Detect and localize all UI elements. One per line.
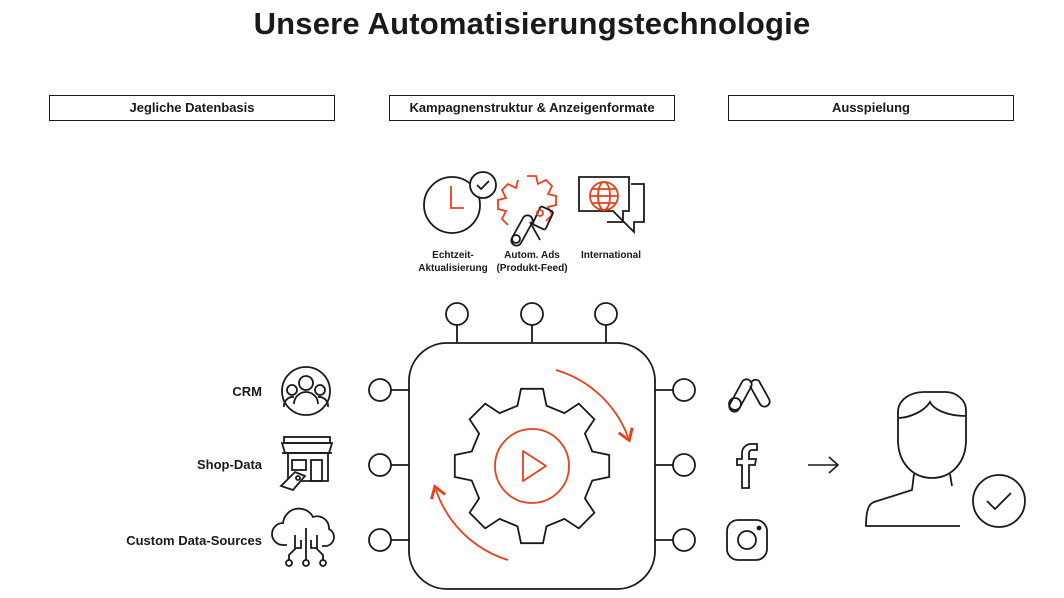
source-crm-label: CRM [232, 384, 262, 399]
header-delivery: Ausspielung [728, 95, 1014, 121]
gear-ads-icon [497, 175, 557, 247]
arrow-right-icon [808, 456, 840, 474]
source-custom-label: Custom Data-Sources [126, 533, 262, 548]
feature-realtime-label: Echtzeit-Aktualisierung [418, 250, 488, 274]
shop-icon [279, 436, 334, 492]
user-verified-icon [865, 391, 1026, 528]
page-title: Unsere Automatisierungstechnologie [253, 6, 811, 41]
cloud-network-icon [271, 507, 335, 567]
header-campaign: Kampagnenstruktur & Anzeigenformate [389, 95, 675, 121]
feature-international-label: International [580, 250, 641, 261]
gear-icon [453, 387, 611, 545]
crm-users-icon [281, 366, 331, 416]
feature-auto-ads-label: Autom. Ads(Produkt-Feed) [496, 250, 568, 274]
globe-chat-icon [578, 176, 645, 235]
source-shop-label: Shop-Data [197, 457, 262, 472]
google-ads-icon [728, 378, 771, 413]
clock-check-icon [423, 171, 497, 234]
header-data-basis: Jegliche Datenbasis [49, 95, 335, 121]
rotation-arrows [430, 369, 634, 561]
instagram-icon [726, 519, 768, 561]
facebook-icon [736, 443, 758, 489]
play-icon [494, 428, 570, 504]
automation-engine [368, 302, 696, 590]
